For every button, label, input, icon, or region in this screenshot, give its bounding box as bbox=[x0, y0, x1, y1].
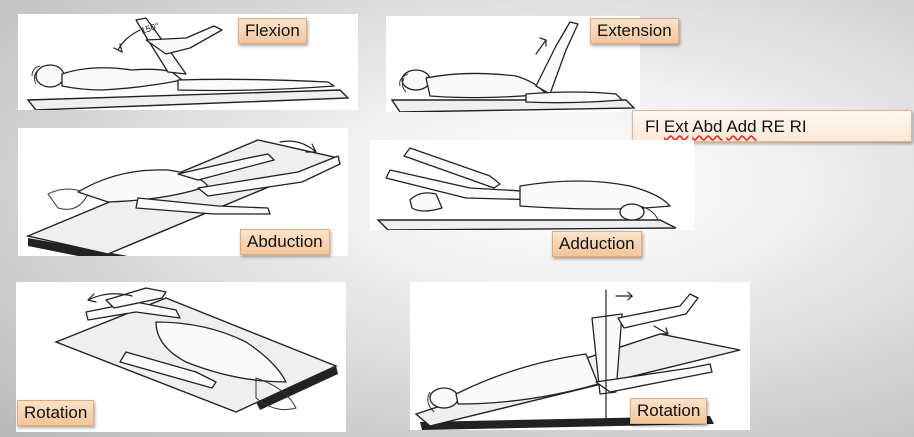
movement-abbreviations-box: Fl Ext Abd Add RE RI bbox=[632, 110, 912, 142]
abbr-re: RE bbox=[761, 117, 785, 136]
adduction-illustration bbox=[370, 140, 694, 230]
label-adduction: Adduction bbox=[552, 231, 642, 257]
abbr-abd: Abd bbox=[692, 117, 722, 136]
label-rotation-left: Rotation bbox=[17, 400, 94, 426]
label-extension: Extension bbox=[590, 18, 679, 44]
flexion-illustration: 150° bbox=[18, 14, 358, 110]
abbr-fl: Fl bbox=[645, 117, 659, 136]
abbr-ext: Ext bbox=[664, 117, 689, 136]
abbr-ri: RI bbox=[790, 117, 807, 136]
label-rotation-right: Rotation bbox=[630, 398, 707, 424]
label-flexion: Flexion bbox=[238, 18, 307, 44]
label-abduction: Abduction bbox=[240, 229, 330, 255]
abbr-add: Add bbox=[726, 117, 756, 136]
